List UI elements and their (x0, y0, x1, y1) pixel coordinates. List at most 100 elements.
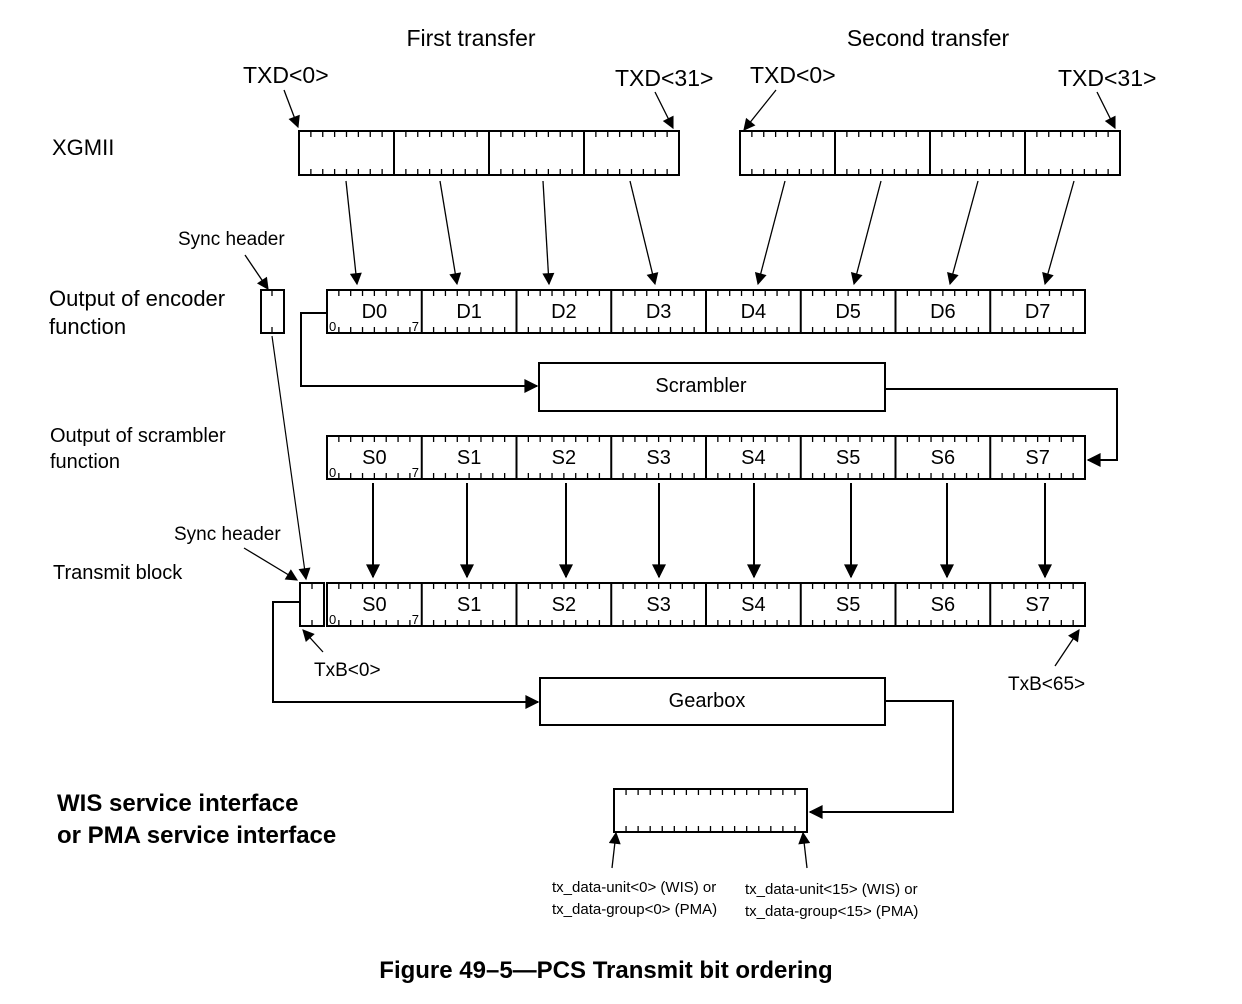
scrambler-cell-label: S2 (552, 447, 576, 469)
txb0-label: TxB<0> (314, 660, 381, 681)
transmit-block-label: Transmit block (53, 562, 183, 584)
xgmii-to-encoder-arrow (1042, 180, 1075, 286)
encoder-output-label-line1: Output of encoder (49, 286, 225, 311)
txd0-second-label: TXD<0> (750, 62, 836, 88)
scrambler-cell-label: S5 (836, 447, 860, 469)
txd0-second-pointer (743, 89, 777, 131)
encoder-cell: D6 (894, 290, 980, 333)
scrambler-cell-label: S0 (362, 447, 386, 469)
transmit-cell-label: S0 (362, 594, 386, 616)
scrambler-cell: S7 (989, 436, 1074, 479)
gearbox-block (539, 677, 886, 726)
encoder-cell: D7 (989, 290, 1074, 333)
transmit-cell-label: S1 (457, 594, 481, 616)
scrambler-cell: S3 (610, 436, 695, 479)
data-flow-arrows (345, 180, 1075, 579)
service-interface-label-line2: or PMA service interface (57, 822, 336, 849)
scrambler-output-label-line2: function (50, 451, 120, 473)
xgmii-byte-cell (310, 131, 383, 175)
sync-header-encoder-box (260, 289, 285, 334)
txd31-second-pointer (1096, 91, 1116, 130)
scrambler-cell: S1 (420, 436, 506, 479)
transmit-cell-label: S6 (931, 594, 955, 616)
unit15-label-line2: tx_data-group<15> (PMA) (745, 903, 918, 920)
txd31-second-label: TXD<31> (1058, 65, 1156, 91)
scrambler-cell-label: S6 (931, 447, 955, 469)
scrambler-to-output-arrow (885, 388, 1118, 467)
encoder-cell: D5 (799, 290, 885, 333)
unit0-label-line2: tx_data-group<0> (PMA) (552, 901, 717, 918)
unit0-pointer (608, 831, 621, 869)
sync-header-transmit-box (299, 582, 325, 627)
scrambler-cell: S0 (338, 436, 411, 479)
xgmii-byte-cell (393, 131, 478, 175)
sync-header-bottom-pointer (243, 547, 299, 581)
encoder-output-label-line2: function (49, 314, 126, 339)
bit-index-last: 7 (412, 319, 419, 334)
xgmii-to-encoder-arrow (439, 180, 462, 286)
scrambler-cell-label: S1 (457, 447, 481, 469)
service-interface-label-line1: WIS service interface (57, 790, 298, 817)
encoder-cell: D2 (515, 290, 601, 333)
xgmii-byte-cell (583, 131, 668, 175)
scrambler-cell-label: S4 (741, 447, 765, 469)
txb0-pointer (302, 629, 324, 653)
scrambler-cell: S2 (515, 436, 601, 479)
txb65-label: TxB<65> (1008, 674, 1085, 695)
transmit-to-gearbox-arrow (272, 601, 540, 709)
gearbox-label: Gearbox (669, 690, 746, 712)
txd31-first-pointer (654, 91, 674, 130)
encoder-cell: D0 (338, 290, 411, 333)
gearbox-to-interface-arrow (808, 700, 954, 819)
transmit-cell-label: S3 (646, 594, 670, 616)
scrambler-block (538, 362, 886, 412)
transmit-cell: S1 (420, 583, 506, 626)
xgmii-byte-cell (929, 131, 1014, 175)
transmit-cell: S0 (338, 583, 411, 626)
xgmii-to-encoder-arrow (947, 180, 979, 286)
bit-index-first: 0 (329, 612, 336, 627)
figure-caption: Figure 49–5—PCS Transmit bit ordering (379, 957, 832, 984)
transmit-cell: S3 (610, 583, 695, 626)
xgmii-to-encoder-arrow (850, 180, 882, 286)
xgmii-to-encoder-arrow (345, 180, 362, 286)
txd0-first-label: TXD<0> (243, 62, 329, 88)
transmit-cell-label: S5 (836, 594, 860, 616)
bit-index-first: 0 (329, 319, 336, 334)
scrambler-output-label-line1: Output of scrambler (50, 425, 226, 447)
service-interface-register (613, 788, 808, 833)
unit15-pointer (798, 831, 811, 869)
xgmii-byte-cell (1024, 131, 1109, 175)
scrambler-cell-label: S3 (646, 447, 670, 469)
encoder-cell: D4 (705, 290, 790, 333)
xgmii-to-encoder-arrow (754, 180, 786, 286)
xgmii-byte-cell (488, 131, 573, 175)
transmit-cell: S6 (894, 583, 980, 626)
encoder-cell-label: D2 (551, 301, 577, 323)
encoder-cell-label: D0 (362, 301, 388, 323)
encoder-cell-label: D7 (1025, 301, 1051, 323)
encoder-cell: D3 (610, 290, 695, 333)
xgmii-byte-cell (751, 131, 824, 175)
xgmii-second-transfer-register (739, 130, 1121, 176)
bit-index-last: 7 (412, 465, 419, 480)
encoder-cell-label: D3 (646, 301, 672, 323)
sync-header-top-pointer (244, 254, 269, 290)
encoder-cell: D1 (420, 290, 506, 333)
unit0-label-line1: tx_data-unit<0> (WIS) or (552, 879, 716, 896)
encoder-to-scrambler-arrow (300, 312, 539, 393)
encoder-cell-label: D4 (741, 301, 767, 323)
transmit-cell-label: S7 (1025, 594, 1049, 616)
sync-header-top-label: Sync header (178, 229, 285, 250)
txd31-first-label: TXD<31> (615, 65, 713, 91)
scrambler-cell: S5 (799, 436, 885, 479)
scrambler-cell: S6 (894, 436, 980, 479)
first-transfer-label: First transfer (406, 25, 535, 51)
transmit-cell: S4 (705, 583, 790, 626)
bit-index-last: 7 (412, 612, 419, 627)
encoder-cell-label: D1 (456, 301, 482, 323)
xgmii-registers (298, 130, 1121, 176)
